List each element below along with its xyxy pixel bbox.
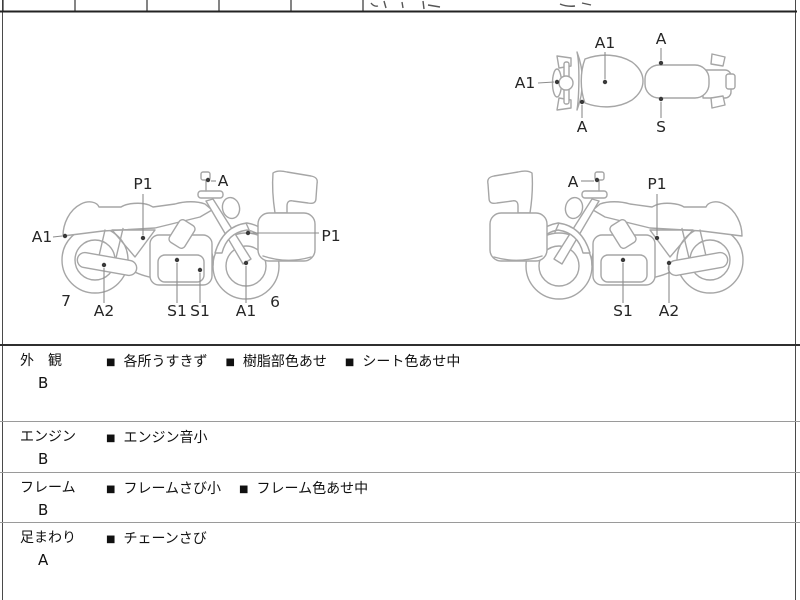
bullet-square-icon: ■ bbox=[106, 433, 116, 444]
pointer-dot bbox=[205, 177, 211, 183]
bullet-square-icon: ■ bbox=[225, 357, 235, 368]
pointer-dot bbox=[620, 257, 626, 263]
condition-code-label: A2 bbox=[94, 302, 114, 320]
condition-item-text: フレーム色あせ中 bbox=[256, 481, 369, 497]
windscreen bbox=[576, 51, 584, 111]
condition-code-label: A bbox=[218, 172, 229, 190]
table-top-rule bbox=[0, 344, 800, 346]
grade-value: B bbox=[38, 374, 49, 392]
turn-signal-right bbox=[710, 95, 726, 109]
condition-code-label: A bbox=[568, 173, 579, 191]
pointer-dot bbox=[174, 257, 180, 263]
condition-code-label: A bbox=[656, 30, 667, 48]
condition-items: ■ チェーンさび bbox=[106, 528, 225, 548]
condition-code-label: P1 bbox=[321, 227, 340, 245]
inspection-row: エンジン B ■ エンジン音小 bbox=[0, 421, 800, 472]
pointer-dot bbox=[579, 99, 585, 105]
bullet-square-icon: ■ bbox=[344, 357, 355, 368]
condition-code-label: A2 bbox=[659, 302, 679, 320]
pointer-dot bbox=[140, 235, 146, 241]
pointer-dot bbox=[602, 79, 608, 85]
pointer-line bbox=[52, 235, 63, 238]
table-rule-1 bbox=[0, 421, 800, 422]
clipped-text-fragments bbox=[370, 0, 592, 10]
category-label: エンジン bbox=[20, 429, 76, 445]
condition-code-label: A1 bbox=[515, 74, 535, 92]
condition-items: ■ フレームさび小 ■ フレーム色あせ中 bbox=[106, 478, 386, 498]
condition-code-label: S1 bbox=[190, 302, 210, 320]
rear-fender-tip bbox=[725, 73, 736, 90]
pointer-dot bbox=[245, 230, 251, 236]
pointer-dot bbox=[594, 177, 600, 183]
condition-code-label: 6 bbox=[270, 293, 280, 311]
condition-code-label: A bbox=[577, 118, 588, 136]
condition-item-text: チェーンさび bbox=[123, 531, 207, 547]
category-label: 外 観 bbox=[20, 353, 62, 369]
condition-code-label: S1 bbox=[167, 302, 187, 320]
inspection-row: 外 観 B ■ 各所うすきず ■ 樹脂部色あせ ■ シート色あせ中 bbox=[0, 345, 800, 421]
condition-items: ■ 各所うすきず ■ 樹脂部色あせ ■ シート色あせ中 bbox=[106, 351, 478, 371]
condition-items: ■ エンジン音小 bbox=[106, 427, 225, 447]
condition-item-text: シート色あせ中 bbox=[362, 354, 461, 370]
grade-value: A bbox=[38, 551, 49, 569]
pointer-dot bbox=[243, 260, 249, 266]
condition-item-text: フレームさび小 bbox=[123, 481, 222, 497]
inspection-row: フレーム B ■ フレームさび小 ■ フレーム色あせ中 bbox=[0, 472, 800, 522]
condition-item: ■ 樹脂部色あせ bbox=[225, 354, 326, 370]
condition-item: ■ エンジン音小 bbox=[106, 430, 207, 446]
bullet-square-icon: ■ bbox=[106, 484, 116, 495]
condition-item: ■ フレームさび小 bbox=[106, 481, 221, 497]
seat-top bbox=[644, 64, 710, 99]
pointer-dot bbox=[101, 262, 107, 268]
category-label: フレーム bbox=[20, 480, 76, 496]
bullet-square-icon: ■ bbox=[106, 357, 116, 368]
pointer-dot bbox=[62, 233, 68, 239]
grade-value: B bbox=[38, 501, 49, 519]
condition-code-label: A1 bbox=[595, 34, 615, 52]
pointer-dot bbox=[197, 267, 203, 273]
sheet-right-border bbox=[795, 0, 796, 600]
condition-item: ■ 各所うすきず bbox=[106, 354, 207, 370]
bullet-square-icon: ■ bbox=[106, 534, 116, 545]
fuel-tank-top bbox=[580, 54, 644, 108]
condition-code-label: A1 bbox=[32, 228, 52, 246]
motorcycle-top-art bbox=[551, 51, 736, 111]
table-rule-3 bbox=[0, 522, 800, 523]
condition-item-text: エンジン音小 bbox=[123, 430, 208, 446]
condition-code-label: 7 bbox=[61, 292, 71, 310]
condition-code-label: A1 bbox=[236, 302, 256, 320]
pointer-dot bbox=[554, 79, 560, 85]
headlight-top bbox=[558, 75, 574, 91]
grade-value: B bbox=[38, 450, 49, 468]
condition-code-label: P1 bbox=[647, 175, 666, 193]
turn-signal-left bbox=[710, 53, 726, 67]
condition-item: ■ フレーム色あせ中 bbox=[239, 481, 368, 497]
condition-item-text: 各所うすきず bbox=[123, 354, 208, 370]
condition-code-label: S bbox=[656, 118, 666, 136]
pointer-dot bbox=[658, 60, 664, 66]
sheet-left-border bbox=[2, 0, 3, 600]
condition-item: ■ シート色あせ中 bbox=[345, 354, 460, 370]
header-cell-dividers bbox=[2, 0, 364, 11]
tail-section bbox=[702, 69, 732, 99]
pointer-dot bbox=[658, 96, 664, 102]
condition-code-label: P1 bbox=[133, 175, 152, 193]
condition-item-text: 樹脂部色あせ bbox=[242, 354, 327, 370]
condition-item: ■ チェーンさび bbox=[106, 531, 207, 547]
condition-code-label: S1 bbox=[613, 302, 633, 320]
bullet-square-icon: ■ bbox=[239, 484, 249, 495]
category-label: 足まわり bbox=[20, 530, 76, 546]
table-rule-2 bbox=[0, 472, 800, 473]
pointer-line bbox=[537, 81, 555, 84]
pointer-dot bbox=[666, 260, 672, 266]
inspection-row: 足まわり A ■ チェーンさび bbox=[0, 522, 800, 600]
header-row-remnant bbox=[0, 0, 797, 13]
pointer-dot bbox=[654, 235, 660, 241]
